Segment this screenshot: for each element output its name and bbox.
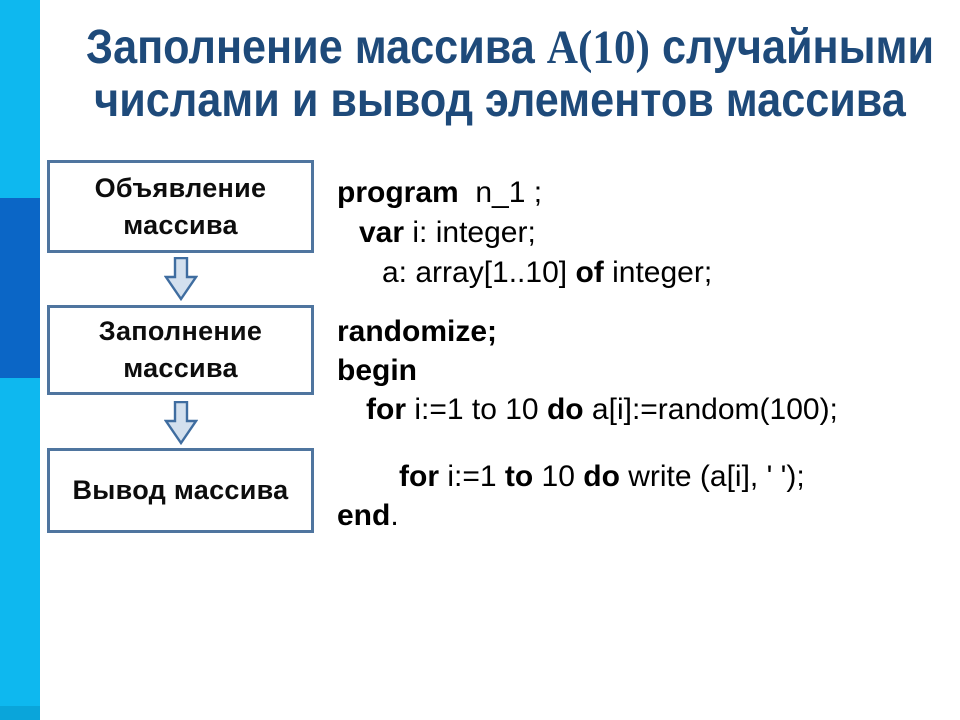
code-keyword: of [575, 256, 604, 289]
code-keyword: do [546, 393, 584, 426]
code-line-begin: begin [337, 351, 838, 390]
code-text: n_1 ; [458, 176, 543, 209]
code-text: integer; [603, 256, 713, 289]
down-arrow-icon [164, 401, 198, 445]
code-keyword: randomize; [337, 315, 498, 348]
code-text: i:=1 [439, 460, 505, 493]
title-array-notation: A(10) [546, 21, 650, 74]
box-label-line: Вывод массива [72, 475, 289, 505]
title-text: Заполнение массива [86, 21, 547, 74]
left-stripe-bottom-segment [0, 706, 40, 720]
title-text: случайными [649, 21, 935, 74]
code-keyword: do [583, 460, 620, 493]
flow-arrow-1 [164, 257, 198, 301]
flowchart-box-output-array: Вывод массива [47, 448, 314, 533]
code-line-for-write: for i:=1 to 10 do write (a[i], ' '); [399, 457, 838, 496]
box-label-line: Объявление [94, 172, 267, 203]
code-keyword: var [359, 216, 405, 249]
code-line-randomize: randomize; [337, 312, 838, 351]
code-keyword: program [337, 176, 459, 209]
code-line-end: end. [337, 496, 838, 535]
box-label-line: массива [123, 209, 238, 240]
code-keyword: begin [337, 354, 417, 387]
title-line-1: Заполнение массива A(10) случайными [86, 21, 934, 74]
flowchart-box-declare-array: Объявление массива [47, 160, 314, 253]
flow-arrow-2 [164, 401, 198, 445]
code-text: i:=1 to 10 [406, 393, 547, 426]
flowchart-box-fill-array: Заполнение массива [47, 305, 314, 395]
title-line-2: числами и вывод элементов массива [94, 74, 906, 127]
code-text: . [390, 499, 399, 532]
left-stripe-dark-segment [0, 198, 40, 378]
code-keyword: to [504, 460, 534, 493]
code-line-array-decl: a: array[1..10] of integer; [382, 253, 712, 293]
code-keyword: end [337, 499, 391, 532]
code-text: 10 [533, 460, 584, 493]
down-arrow-icon [164, 257, 198, 301]
pascal-code-block-body: randomize; begin for i:=1 to 10 do a[i]:… [337, 312, 838, 535]
code-line-var: var i: integer; [359, 213, 712, 253]
code-line-for-fill: for i:=1 to 10 do a[i]:=random(100); [366, 390, 838, 429]
code-keyword: for [399, 460, 439, 493]
slide-title: Заполнение массива A(10) случайными числ… [86, 21, 934, 127]
box-label-line: Заполнение [98, 316, 263, 346]
pascal-code-block-declarations: program n_1 ; var i: integer; a: array[1… [337, 173, 712, 293]
code-line-program: program n_1 ; [337, 173, 712, 213]
code-text: write (a[i], ' '); [619, 460, 805, 493]
code-text: i: integer; [404, 216, 536, 249]
box-label-line: массива [123, 353, 238, 383]
code-text: a: array[1..10] [382, 256, 576, 289]
code-text: a[i]:=random(100); [583, 393, 838, 426]
code-keyword: for [366, 393, 406, 426]
